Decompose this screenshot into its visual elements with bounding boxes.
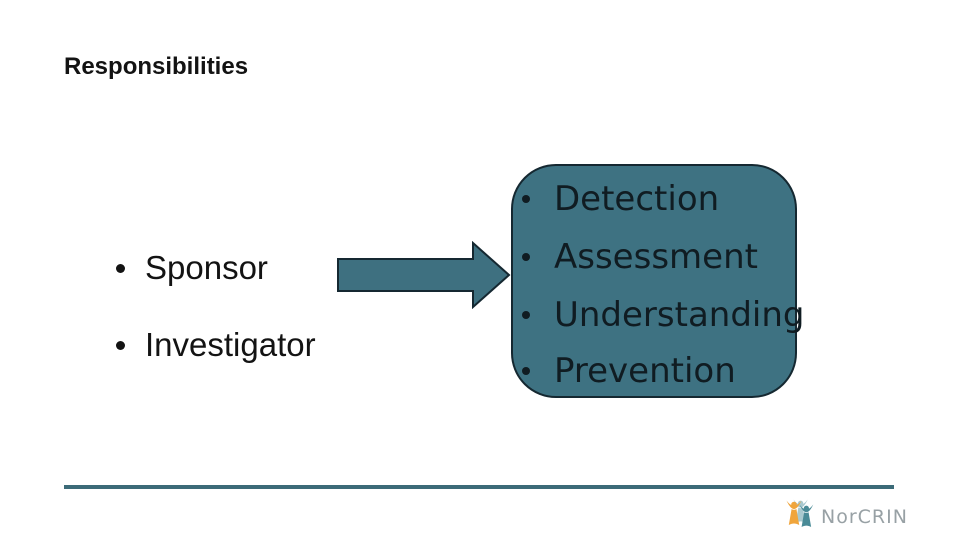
box-item-detection: Detection: [522, 179, 719, 219]
box-item-label: Prevention: [554, 351, 736, 391]
bullet-marker: [522, 195, 530, 203]
box-item-assessment: Assessment: [522, 237, 758, 277]
box-item-prevention: Prevention: [522, 351, 736, 391]
bullet-marker: [116, 263, 125, 273]
norcrin-logo: NorCRIN: [784, 496, 908, 532]
bullet-marker: [522, 311, 530, 319]
bullet-marker: [522, 253, 530, 261]
box-item-understanding: Understanding: [522, 295, 805, 335]
list-item-label: Investigator: [145, 326, 316, 363]
list-item-sponsor: Sponsor: [116, 248, 268, 288]
page-title: Responsibilities: [64, 53, 249, 80]
list-item-label: Sponsor: [145, 249, 268, 286]
bullet-marker: [116, 340, 125, 350]
box-item-label: Detection: [554, 179, 720, 219]
bullet-marker: [522, 367, 530, 375]
process-box: Detection Assessment Understanding Preve…: [511, 164, 805, 398]
norcrin-logo-text: NorCRIN: [821, 506, 908, 528]
box-item-label: Assessment: [554, 237, 758, 277]
norcrin-figures-icon: [786, 499, 814, 527]
box-item-label: Understanding: [554, 295, 805, 335]
list-item-investigator: Investigator: [116, 325, 316, 365]
arrow-right-icon: [337, 241, 511, 309]
footer-divider: [64, 485, 894, 489]
